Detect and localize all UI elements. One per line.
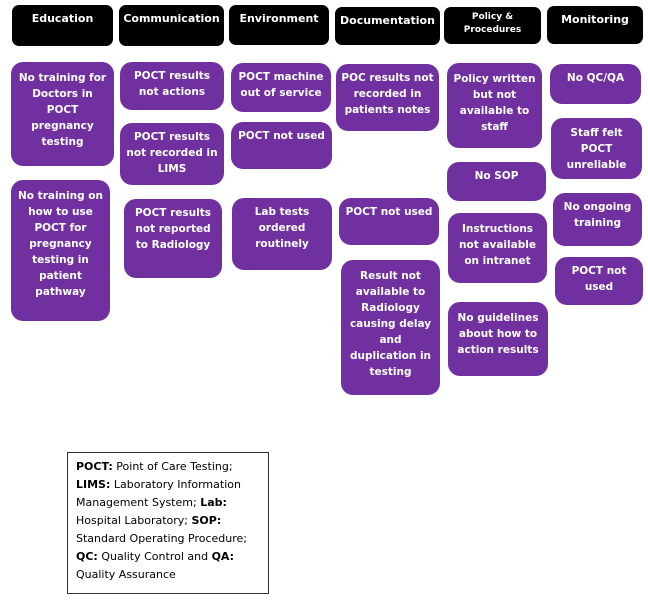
- communication-item: POCT results not actions: [120, 62, 224, 110]
- education-item: No training for Doctors in POCT pregnanc…: [11, 62, 114, 166]
- legend-definition: Point of Care Testing;: [112, 460, 233, 473]
- documentation-item: POC results not recorded in patients not…: [336, 64, 439, 131]
- policy-item: Policy written but not available to staf…: [447, 63, 542, 148]
- legend-term: QC:: [76, 550, 98, 563]
- legend-definition: Standard Operating Procedure;: [76, 532, 248, 545]
- header-monitoring: Monitoring: [547, 6, 643, 44]
- header-policy-label: Policy & Procedures: [463, 12, 522, 35]
- abbreviations-legend: POCT: Point of Care Testing; LIMS: Labor…: [67, 452, 269, 594]
- header-environment: Environment: [229, 5, 329, 45]
- legend-term: Lab:: [200, 496, 227, 509]
- legend-term: QA:: [211, 550, 235, 563]
- monitoring-item: No QC/QA: [550, 64, 641, 104]
- legend-definition: Laboratory Information Management System…: [76, 478, 241, 509]
- education-item: No training on how to use POCT for pregn…: [11, 180, 110, 321]
- legend-definition: Quality Assurance: [76, 568, 176, 581]
- header-communication: Communication: [119, 5, 224, 46]
- policy-item: No guidelines about how to action result…: [448, 302, 548, 376]
- legend-definition: Quality Control and: [97, 550, 212, 563]
- documentation-item: POCT not used: [339, 198, 439, 245]
- header-documentation: Documentation: [335, 7, 440, 45]
- communication-item: POCT results not recorded in LIMS: [120, 123, 224, 185]
- policy-item: No SOP: [447, 162, 546, 201]
- monitoring-item: Staff felt POCT unreliable: [551, 118, 642, 179]
- documentation-item: Result not available to Radiology causin…: [341, 260, 440, 395]
- legend-term: LIMS:: [76, 478, 111, 491]
- legend-term: SOP:: [191, 514, 222, 527]
- monitoring-item: No ongoing training: [553, 193, 642, 246]
- header-policy-procedures: Policy & Procedures: [444, 7, 541, 44]
- legend-definition: Hospital Laboratory;: [76, 514, 192, 527]
- environment-item: POCT not used: [231, 122, 332, 169]
- header-education: Education: [12, 5, 113, 46]
- policy-item: Instructions not available on intranet: [448, 213, 547, 283]
- legend-term: POCT:: [76, 460, 113, 473]
- communication-item: POCT results not reported to Radiology: [124, 199, 222, 278]
- environment-item: Lab tests ordered routinely: [232, 198, 332, 270]
- environment-item: POCT machine out of service: [231, 63, 331, 112]
- monitoring-item: POCT not used: [555, 257, 643, 305]
